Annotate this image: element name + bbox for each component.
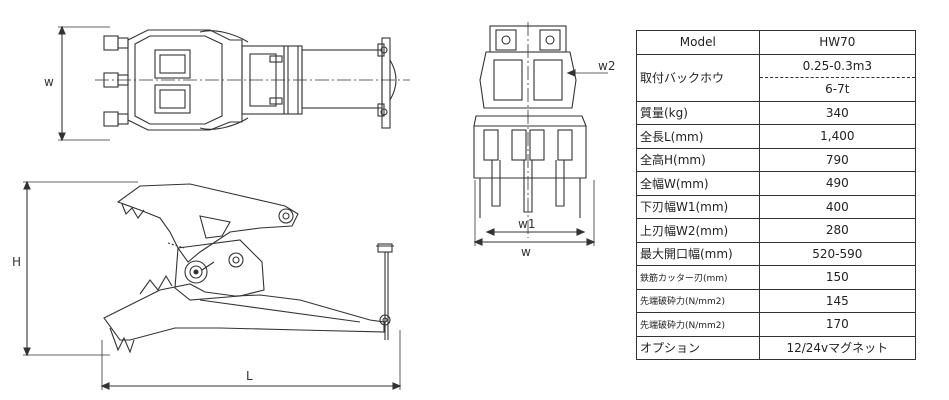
dim-label-w-front: w <box>521 245 531 259</box>
spec-excavator-weight-class: 6-7t <box>758 77 917 102</box>
spec-row-value: 520-590 <box>758 241 917 266</box>
spec-row: 先端破砕力(N/mm2) 170 <box>636 312 917 337</box>
top-view <box>58 25 410 142</box>
spec-header-row: Model HW70 <box>636 30 917 55</box>
spec-row: 最大開口幅(mm) 520-590 <box>636 241 917 266</box>
spec-row: 下刃幅W1(mm) 400 <box>636 194 917 219</box>
spec-row-label: 全高H(mm) <box>636 147 760 172</box>
spec-row-label: 全長L(mm) <box>636 124 760 149</box>
dim-label-l: L <box>246 369 253 383</box>
spec-header-label: Model <box>636 30 760 55</box>
spec-row: 質量(kg) 340 <box>636 100 917 125</box>
spec-row-value: 790 <box>758 147 917 172</box>
spec-row-value: 12/24vマグネット <box>758 335 917 360</box>
spec-row-value: 400 <box>758 194 917 219</box>
spec-row-label: 先端破砕力(N/mm2) <box>636 312 760 337</box>
spec-row: 全幅W(mm) 490 <box>636 171 917 196</box>
spec-row: 上刃幅W2(mm) 280 <box>636 218 917 243</box>
spec-row-label: 上刃幅W2(mm) <box>636 218 760 243</box>
spec-row-label: 質量(kg) <box>636 100 760 125</box>
front-view <box>473 22 608 246</box>
spec-row: 全長L(mm) 1,400 <box>636 124 917 149</box>
spec-header-value: HW70 <box>758 30 917 55</box>
dim-label-h: H <box>12 255 21 269</box>
spec-row-label: 下刃幅W1(mm) <box>636 194 760 219</box>
spec-row-label: 先端破砕力(N/mm2) <box>636 288 760 313</box>
side-view <box>23 180 402 390</box>
spec-row-value: 145 <box>758 288 917 313</box>
spec-row-excavator-weight: 6-7t <box>637 77 917 102</box>
spec-row: 全高H(mm) 790 <box>636 147 917 172</box>
spec-row: オプション 12/24vマグネット <box>636 335 917 360</box>
spec-row: 先端破砕力(N/mm2) 145 <box>636 288 917 313</box>
spec-row-label: 最大開口幅(mm) <box>636 241 760 266</box>
dim-label-w-top: w <box>44 75 54 89</box>
spec-row: 鉄筋カッター刃(mm) 150 <box>636 265 917 290</box>
spec-row-excavator: 取付バックホウ 0.25-0.3m3 <box>636 53 917 102</box>
spec-row-value: 150 <box>758 265 917 290</box>
spec-row-value: 170 <box>758 312 917 337</box>
spec-table: Model HW70 取付バックホウ 0.25-0.3m3 6-7t 質量(kg… <box>636 30 917 360</box>
spec-excavator-label: 取付バックホウ <box>636 53 760 102</box>
spec-row-value: 280 <box>758 218 917 243</box>
dim-label-w1: w1 <box>518 217 535 231</box>
spec-row-value: 490 <box>758 171 917 196</box>
dim-label-w2: w2 <box>598 59 615 73</box>
spec-excavator-bucket: 0.25-0.3m3 <box>758 53 917 78</box>
spec-row-value: 340 <box>758 100 917 125</box>
spec-row-value: 1,400 <box>758 124 917 149</box>
spec-row-label: 全幅W(mm) <box>636 171 760 196</box>
spec-row-label: 鉄筋カッター刃(mm) <box>636 265 760 290</box>
spec-row-label: オプション <box>636 335 760 360</box>
